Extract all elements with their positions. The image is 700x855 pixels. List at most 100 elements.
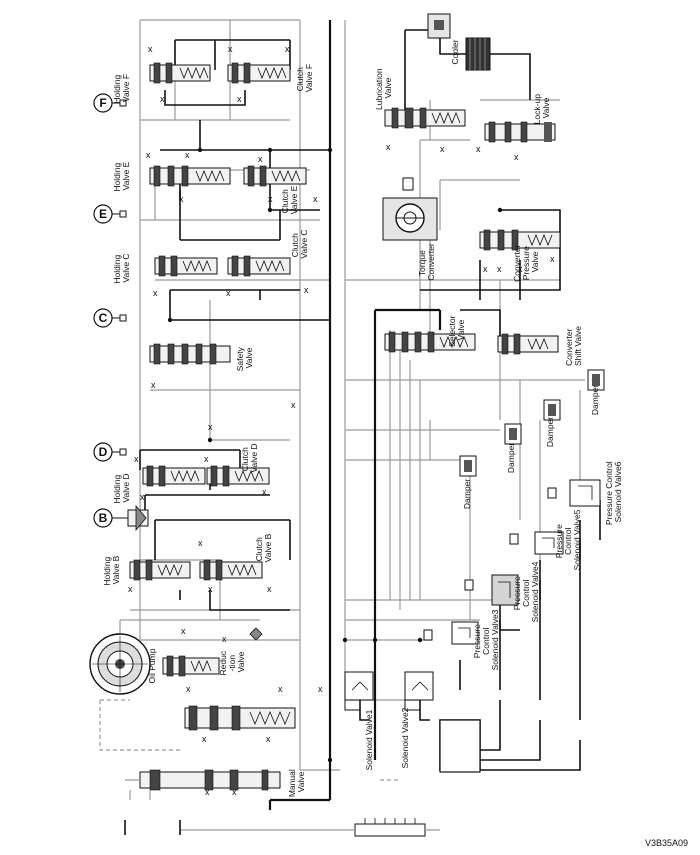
cooler-bypass-valve — [427, 13, 466, 55]
label-reduction-1: Reduc — [218, 650, 228, 675]
label-pcsv4-3: Solenoid Valve4 — [530, 561, 540, 622]
svg-text:Lubrication Valve: Lubrication Valve — [374, 66, 393, 110]
svg-text:Oil Pump: Oil Pump — [147, 648, 157, 683]
valve-clutch-f — [227, 62, 291, 84]
svg-text:Pressure Control S: Pressure Control Solenoid Valve3 — [472, 609, 500, 670]
svg-text:x: x — [497, 264, 502, 274]
label-conv-pressure-3: Valve — [530, 251, 540, 272]
valve-safety — [149, 343, 231, 365]
svg-text:Clutch Valve C: Clutch Valve C — [290, 229, 309, 258]
svg-text:x: x — [386, 142, 391, 152]
pcsv-group — [451, 479, 601, 645]
svg-text:x: x — [140, 492, 145, 502]
svg-text:x: x — [285, 44, 290, 54]
label-pcsv4-1: Pressure — [512, 576, 522, 610]
label-clutch-f-2: Valve F — [304, 64, 314, 92]
svg-text:x: x — [483, 264, 488, 274]
circuit-marker-b: B — [93, 508, 128, 528]
svg-text:Safety Valve: Safety Valve — [235, 345, 254, 371]
label-manual-2: Valve — [296, 771, 306, 792]
control-unit — [439, 719, 481, 773]
label-holding-b-1: Holding — [102, 557, 112, 586]
label-solenoid-1: Solenoid Valve1 — [364, 709, 374, 770]
valve-clutch-d — [206, 465, 270, 487]
svg-text:x: x — [440, 144, 445, 154]
label-clutch-c-2: Valve C — [299, 229, 309, 258]
svg-text:x: x — [148, 44, 153, 54]
svg-text:F: F — [99, 96, 106, 110]
svg-text:x: x — [518, 264, 523, 274]
svg-text:Clutch Valve F: Clutch Valve F — [295, 64, 314, 92]
label-conv-pressure-1: Converter — [512, 244, 522, 281]
circuit-marker-e: E — [93, 204, 127, 224]
svg-text:x: x — [237, 94, 242, 104]
svg-text:x: x — [146, 150, 151, 160]
valve-b-check — [127, 504, 149, 532]
svg-text:Holding Valve F: Holding Valve F — [112, 72, 131, 103]
svg-text:x: x — [318, 684, 323, 694]
svg-text:x: x — [291, 400, 296, 410]
svg-text:x: x — [202, 734, 207, 744]
label-pcsv3-1: Pressure — [472, 624, 482, 658]
label-clutch-e-2: Valve E — [289, 185, 299, 214]
label-selector-2: Valve — [456, 319, 466, 340]
label-lockup-2: Valve — [541, 97, 551, 118]
label-conv-pressure-2: Pressure — [521, 246, 531, 280]
label-pcsv3-3: Solenoid Valve3 — [490, 609, 500, 670]
label-torque-converter-1: Torque — [417, 250, 427, 276]
label-reduction-2: -tion — [227, 655, 237, 672]
valve-lubrication — [384, 107, 466, 129]
svg-text:x: x — [268, 194, 273, 204]
label-clutch-d-1: Clutch — [240, 447, 250, 471]
svg-text:x: x — [204, 454, 209, 464]
label-holding-d-1: Holding — [112, 475, 122, 504]
svg-text:x: x — [153, 288, 158, 298]
svg-text:Converter Shift Valve: Converter Shift Valve — [564, 326, 583, 366]
label-clutch-b-1: Clutch — [254, 537, 264, 561]
svg-text:x: x — [198, 538, 203, 548]
label-holding-c-2: Valve C — [121, 253, 131, 282]
svg-text:x: x — [232, 787, 237, 797]
svg-text:x: x — [205, 787, 210, 797]
oil-strainer — [124, 818, 440, 837]
svg-text:Lock-up Valve: Lock-up Valve — [532, 92, 551, 125]
valve-clutch-e — [243, 165, 307, 187]
valve-manual — [125, 769, 281, 800]
label-damper-3: Damper — [506, 443, 516, 473]
valve-holding-c — [154, 255, 218, 277]
svg-text:x: x — [228, 44, 233, 54]
valve-clutch-c — [227, 255, 291, 277]
svg-text:x: x — [134, 454, 139, 464]
labels: Holding Valve F Clutch Valve F Holding V… — [102, 39, 623, 797]
label-conv-shift-1: Converter — [564, 328, 574, 365]
svg-text:x: x — [476, 144, 481, 154]
svg-text:Pressure Control Solenoi: Pressure Control Solenoid Valve6 — [604, 459, 623, 525]
label-cooler: Cooler — [450, 39, 460, 64]
label-lubrication-1: Lubrication — [374, 68, 384, 110]
svg-text:x: x — [304, 285, 309, 295]
valve-lockup — [484, 121, 556, 143]
circuit-marker-d: D — [93, 442, 127, 462]
valve-converter-pressure — [479, 229, 561, 251]
label-holding-b-2: Valve B — [111, 555, 121, 584]
label-damper-1: Damper — [590, 385, 600, 415]
label-pcsv5-3: Solenoid Valve5 — [572, 509, 582, 570]
svg-text:x: x — [128, 584, 133, 594]
svg-text:Holding Valve E: Holding Valve E — [112, 160, 131, 191]
svg-text:x: x — [181, 626, 186, 636]
svg-text:x: x — [185, 150, 190, 160]
label-pcsv5-1: Pressure — [554, 524, 564, 558]
label-pcsv5-2: Control — [563, 527, 573, 555]
label-holding-e-1: Holding — [112, 163, 122, 192]
svg-text:Selector Valve: Selector Valve — [447, 313, 466, 347]
figure-code: V3B35A09 — [645, 838, 688, 848]
svg-text:x: x — [550, 254, 555, 264]
valve-holding-e — [149, 165, 231, 187]
damper-group — [459, 369, 605, 477]
svg-text:x: x — [313, 194, 318, 204]
label-solenoid-2: Solenoid Valve2 — [400, 707, 410, 768]
svg-text:Pressure Control S: Pressure Control Solenoid Valve4 — [512, 561, 540, 622]
label-clutch-e-1: Clutch — [280, 189, 290, 213]
filter-diamond — [249, 627, 263, 641]
svg-text:Clutch Valve B: Clutch Valve B — [254, 533, 273, 562]
